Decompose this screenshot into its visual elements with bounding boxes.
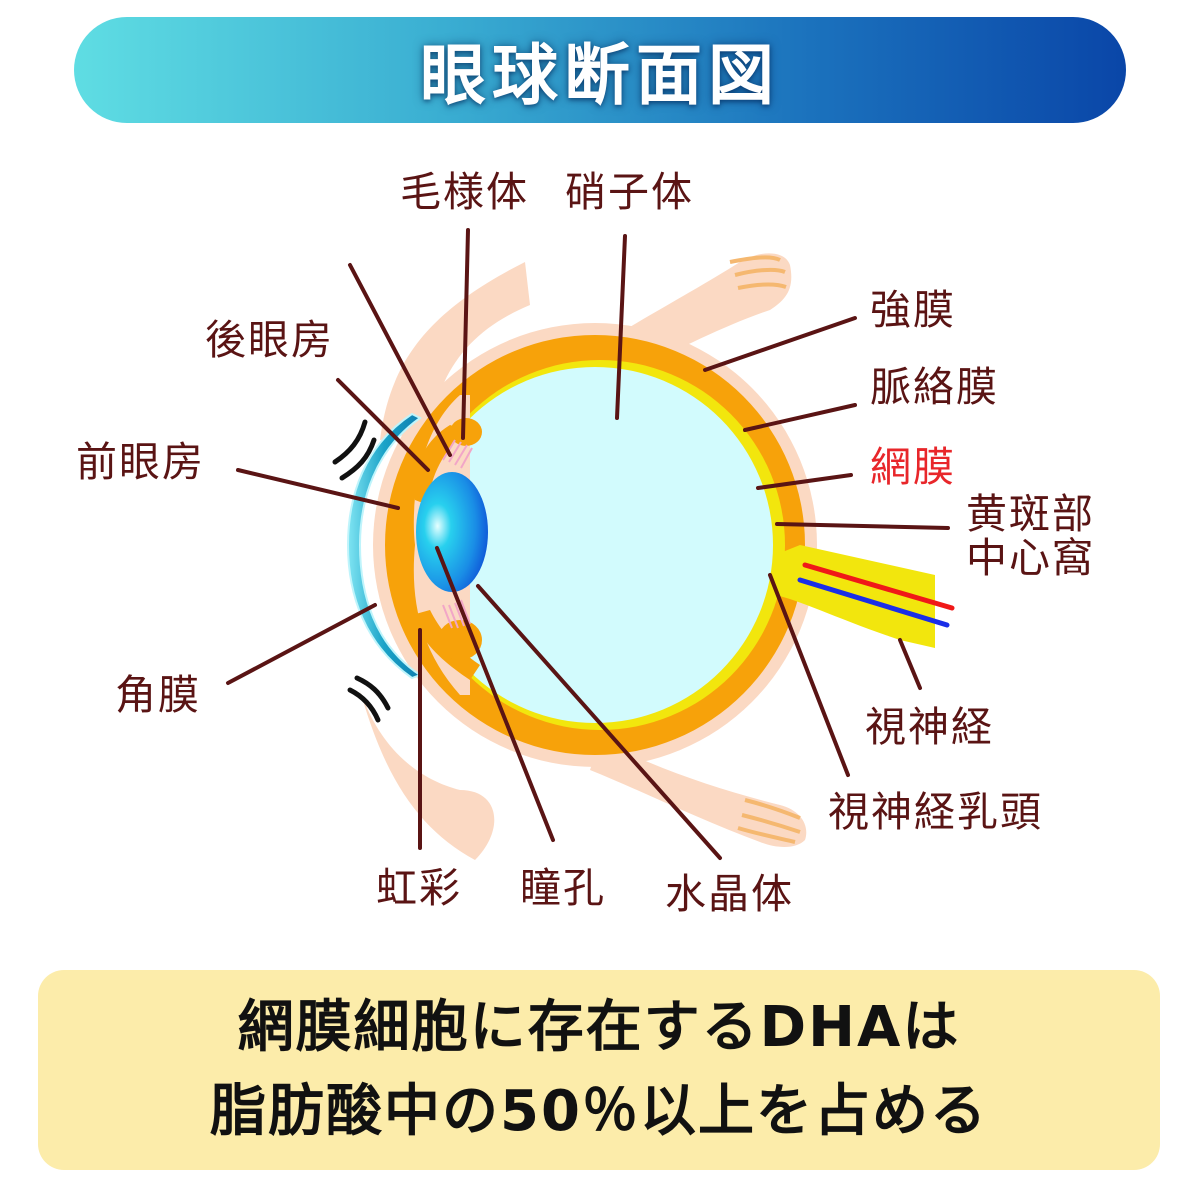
- lower-muscle: [590, 740, 807, 847]
- label-retina: 網膜: [870, 443, 956, 491]
- label-choroid: 脈絡膜: [870, 363, 999, 411]
- note-line-2: 脂肪酸中の50％以上を占める: [210, 1079, 988, 1144]
- label-optic-nerve: 視神経: [865, 703, 994, 751]
- title-banner: 眼球断面図: [74, 17, 1126, 123]
- leader-choroid: [743, 403, 857, 432]
- leader-fovea: [775, 522, 950, 530]
- leader-lines: [226, 228, 950, 860]
- lens-shape: [416, 472, 488, 592]
- label-posterior-chamber: 後眼房: [205, 316, 334, 364]
- ciliary-body-upper: [450, 418, 482, 446]
- artery-line: [802, 562, 955, 611]
- leader-retina: [756, 473, 853, 490]
- leader-posterior-chamber-upper: [348, 263, 452, 457]
- leader-optic-disc: [768, 573, 850, 777]
- leader-lens: [476, 584, 722, 860]
- label-fovea-line1: 黄斑部: [966, 490, 1095, 538]
- vitreous-shape: [417, 367, 773, 723]
- zonule-fibers: [442, 439, 473, 629]
- note-box: 網膜細胞に存在するDHAは 脂肪酸中の50％以上を占める: [38, 970, 1160, 1170]
- leader-vitreous: [615, 234, 627, 420]
- leader-ciliary-body: [461, 228, 470, 440]
- leader-pupil: [435, 546, 555, 842]
- leader-cornea: [226, 603, 377, 685]
- label-fovea-line2: 中心窩: [966, 534, 1095, 583]
- label-vitreous-body: 硝子体: [565, 168, 694, 216]
- label-anterior-chamber: 前眼房: [76, 438, 205, 486]
- page-title: 眼球断面図: [420, 37, 780, 114]
- label-pupil: 瞳孔: [520, 864, 606, 912]
- leader-anterior-chamber: [236, 468, 400, 510]
- label-cornea: 角膜: [115, 671, 201, 719]
- leader-sclera: [703, 316, 857, 372]
- leader-posterior-chamber: [336, 378, 430, 472]
- label-fovea: 黄斑部 中心窩: [966, 492, 1095, 581]
- vein-line: [797, 577, 950, 628]
- label-sclera: 強膜: [870, 286, 956, 334]
- label-optic-disc: 視神経乳頭: [828, 788, 1043, 836]
- label-iris: 虹彩: [376, 864, 462, 912]
- iris-upper: [414, 425, 465, 505]
- eyelash-icon: [332, 419, 391, 723]
- leader-optic-nerve: [898, 638, 922, 690]
- label-ciliary-body: 毛様体: [400, 168, 529, 216]
- note-line-1: 網膜細胞に存在するDHAは: [237, 995, 961, 1060]
- label-lens: 水晶体: [665, 870, 794, 918]
